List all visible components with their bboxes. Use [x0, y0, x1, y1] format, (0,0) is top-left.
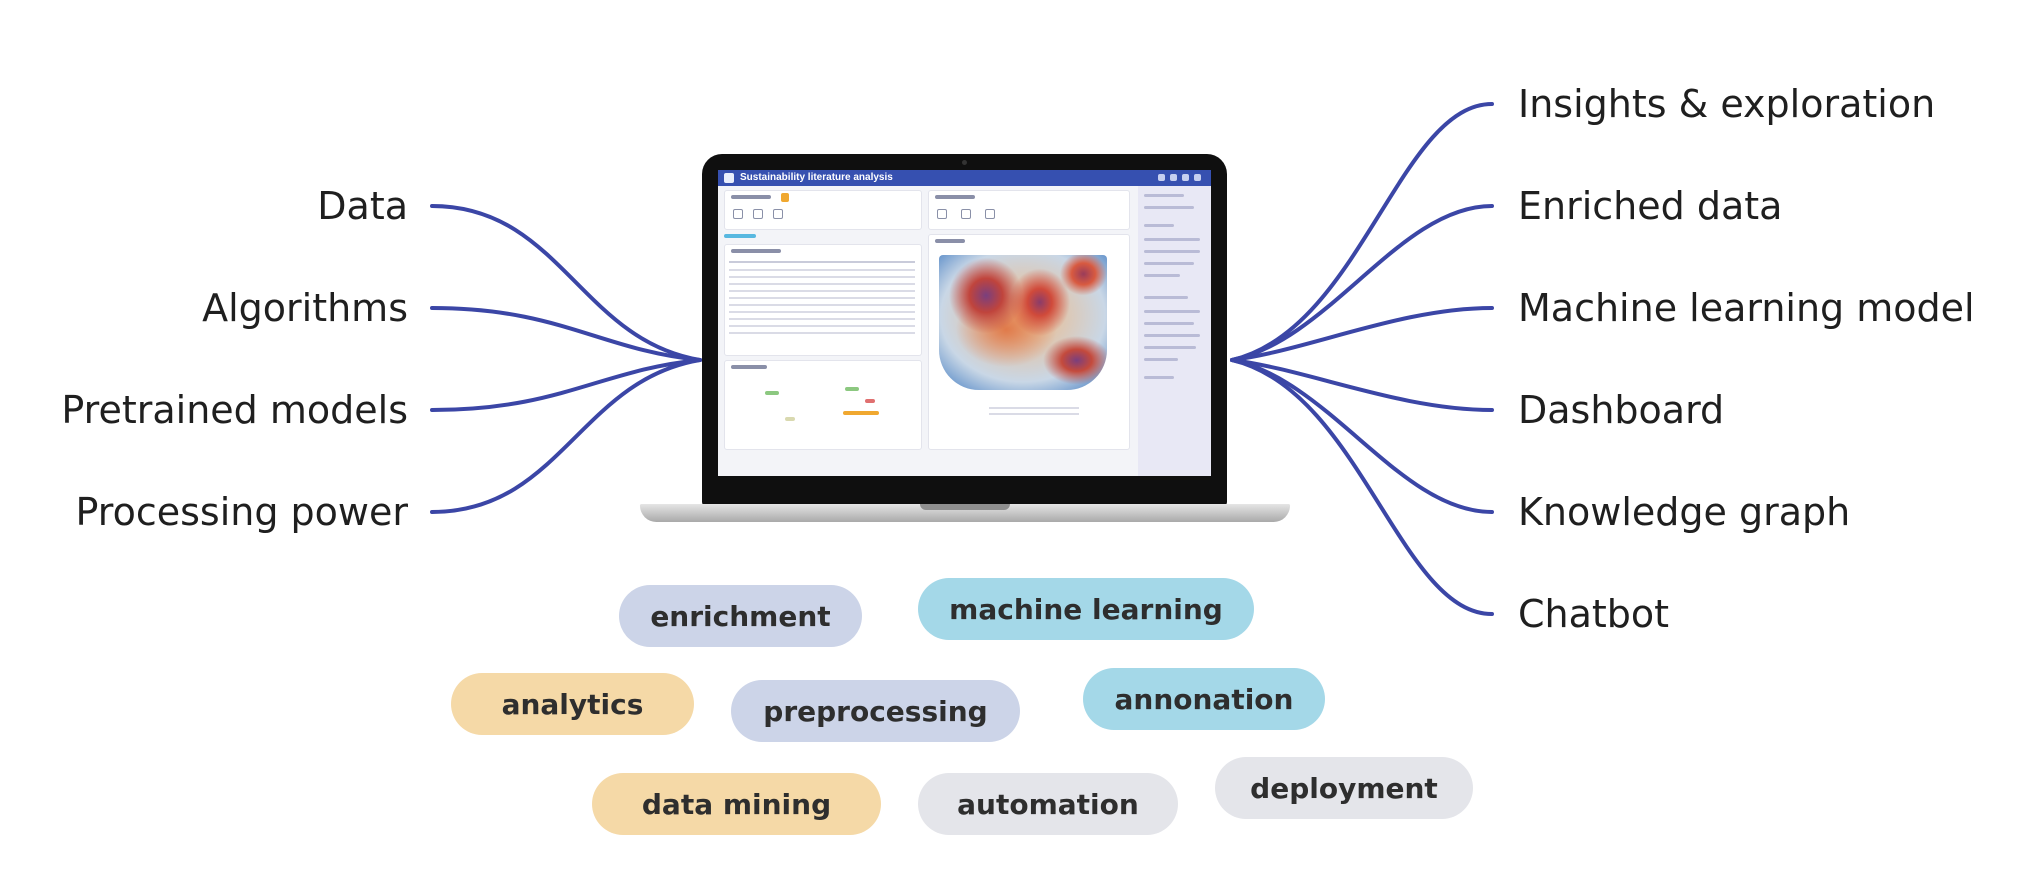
connector-ml-model [1230, 306, 1494, 362]
laptop-notch [920, 504, 1010, 510]
input-label-pretrained-models: Pretrained models [61, 388, 408, 432]
tag-annonation: annonation [1083, 668, 1325, 730]
laptop-screen: Sustainability literature analysis [718, 170, 1211, 476]
heatmap-card [928, 234, 1130, 450]
sidebar-line [1144, 224, 1174, 227]
card-title-placeholder [935, 195, 975, 199]
laptop-lid: Sustainability literature analysis [702, 154, 1227, 506]
folder-icon [1170, 174, 1177, 181]
connector-insights [1230, 102, 1494, 362]
app-logo-icon [724, 173, 734, 183]
input-label-algorithms: Algorithms [202, 286, 408, 330]
pipeline-badge [781, 193, 789, 202]
connector-data [430, 204, 702, 362]
tag-analytics: analytics [451, 673, 694, 735]
output-label-chatbot: Chatbot [1518, 592, 1670, 636]
connector-pretrained-models [430, 358, 702, 412]
card-title-placeholder [731, 249, 781, 253]
input-label-data: Data [317, 184, 408, 228]
laptop-base [640, 504, 1290, 522]
table-row [729, 304, 915, 306]
camera-dot [962, 160, 967, 165]
document-table-card [724, 244, 922, 356]
pipeline-node [961, 209, 971, 219]
sidebar-line [1144, 358, 1178, 361]
pipeline-node [733, 209, 743, 219]
pipeline-node [985, 209, 995, 219]
card-title-placeholder [935, 239, 965, 243]
sidebar-line [1144, 250, 1200, 253]
connector-chatbot [1230, 358, 1494, 616]
output-label-insights: Insights & exploration [1518, 82, 1936, 126]
sidebar-line [1144, 194, 1184, 197]
settings-icon [1182, 174, 1189, 181]
app-title: Sustainability literature analysis [740, 172, 893, 183]
sidebar-line [1144, 274, 1180, 277]
graph-node-cluster [845, 387, 859, 391]
table-row [729, 290, 915, 292]
sidebar-line [1144, 296, 1188, 299]
map-caption-line [989, 407, 1079, 409]
output-label-dashboard: Dashboard [1518, 388, 1725, 432]
table-row [729, 332, 915, 334]
graph-node-cluster [785, 417, 795, 421]
connector-dashboard [1230, 358, 1494, 412]
sidebar-line [1144, 238, 1200, 241]
table-row [729, 311, 915, 313]
table-row [729, 283, 915, 285]
tag-deployment: deployment [1215, 757, 1473, 819]
sidebar-line [1144, 310, 1200, 313]
input-label-processing-power: Processing power [75, 490, 408, 534]
help-icon [1158, 174, 1165, 181]
step-indicator [724, 234, 756, 238]
operations-sidebar [1138, 186, 1211, 476]
table-row [729, 297, 915, 299]
local-pipeline-card [928, 190, 1130, 230]
sidebar-line [1144, 206, 1194, 209]
app-title-bar: Sustainability literature analysis [718, 170, 1211, 186]
graph-node-cluster [865, 399, 875, 403]
laptop-illustration: Sustainability literature analysis [640, 152, 1290, 532]
sidebar-line [1144, 346, 1196, 349]
card-title-placeholder [731, 195, 771, 199]
global-pipeline-card [724, 190, 922, 230]
density-heatmap [939, 255, 1107, 390]
sidebar-line [1144, 262, 1194, 265]
sidebar-line [1144, 322, 1194, 325]
sidebar-line [1144, 334, 1200, 337]
graph-node-cluster [843, 411, 879, 415]
tag-data-mining: data mining [592, 773, 881, 835]
table-row [729, 269, 915, 271]
connector-processing-power [430, 358, 702, 514]
output-label-enriched-data: Enriched data [1518, 184, 1783, 228]
user-icon [1194, 174, 1201, 181]
table-row [729, 276, 915, 278]
connector-algorithms [430, 306, 702, 362]
pipeline-node [937, 209, 947, 219]
output-label-knowledge-graph: Knowledge graph [1518, 490, 1851, 534]
sidebar-line [1144, 376, 1174, 379]
graph-view-card [724, 360, 922, 450]
tag-enrichment: enrichment [619, 585, 862, 647]
connector-enriched-data [1230, 204, 1494, 362]
tag-preprocessing: preprocessing [731, 680, 1020, 742]
table-row [729, 261, 915, 263]
map-caption-line [989, 413, 1079, 415]
table-row [729, 325, 915, 327]
pipeline-node [773, 209, 783, 219]
output-label-ml-model: Machine learning model [1518, 286, 1975, 330]
card-title-placeholder [731, 365, 767, 369]
table-row [729, 318, 915, 320]
graph-node-cluster [765, 391, 779, 395]
tag-machine-learning: machine learning [918, 578, 1254, 640]
pipeline-node [753, 209, 763, 219]
tag-automation: automation [918, 773, 1178, 835]
